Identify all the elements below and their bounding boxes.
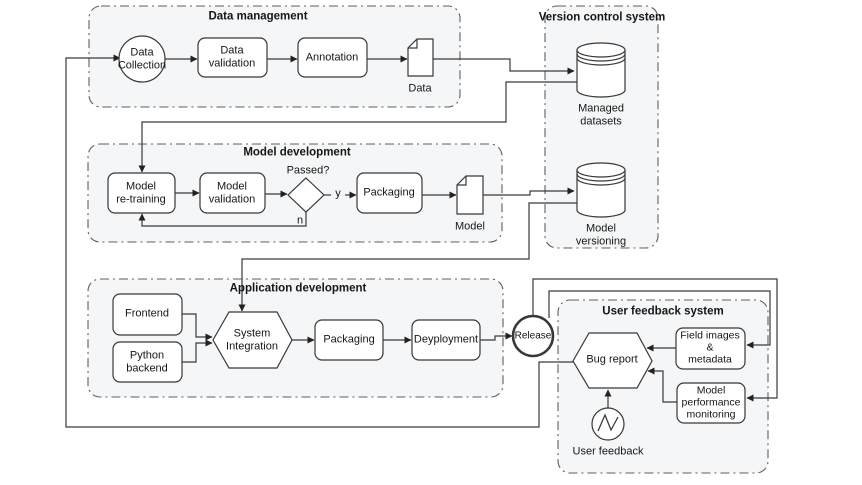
edge-label-no: n (296, 214, 304, 227)
edge-frontend-to-integration (182, 313, 213, 341)
document-icon-data (407, 38, 434, 77)
node-bug-report-hexagon (572, 332, 653, 389)
node-model-packaging (356, 172, 423, 214)
label-app-packaging: Packaging (323, 333, 375, 346)
node-system-integration-hexagon (212, 311, 293, 369)
label-user-feedback: User feedback (572, 445, 644, 458)
edge-label-yes: y (335, 187, 341, 200)
label-frontend: Frontend (124, 307, 170, 320)
document-icon-model (456, 175, 484, 215)
document-fold-model (457, 176, 467, 186)
node-annotation (297, 37, 368, 78)
edge-deployment-to-release (480, 332, 513, 341)
label-release: Release (514, 330, 552, 342)
group-data-management (88, 5, 461, 108)
database-rings-managed-datasets (576, 53, 626, 66)
node-data-collection (118, 35, 166, 83)
node-python-backend (112, 341, 183, 383)
node-model-performance (676, 382, 746, 424)
node-frontend (112, 293, 183, 336)
label-annotation: Annotation (305, 51, 359, 64)
database-icon-model-versioning (576, 170, 626, 218)
node-release (511, 314, 555, 358)
node-model-retraining (107, 172, 176, 214)
database-top-managed-datasets (576, 42, 626, 58)
node-field-images (675, 327, 746, 370)
decision-passed-diamond (287, 177, 325, 213)
edge-release-to-model-performance (532, 278, 778, 402)
node-deployment (411, 319, 481, 361)
label-passed-decision: Passed? (286, 164, 330, 177)
group-title-model-development: Model development (243, 146, 351, 159)
group-title-data-management: Data management (208, 10, 308, 23)
label-model-artifact: Model (455, 220, 485, 233)
label-model-versioning: Model versioning (575, 222, 627, 247)
group-application-development (87, 278, 504, 398)
database-rings-model-versioning (576, 173, 626, 186)
group-title-user-feedback-system: User feedback system (602, 305, 724, 318)
label-managed-datasets: Managed datasets (578, 102, 624, 127)
group-title-version-control: Version control system (538, 11, 666, 24)
label-model-performance: Model performance monitoring (681, 384, 741, 420)
label-system-integration: System Integration (226, 327, 278, 352)
document-fold-data (408, 39, 418, 49)
edge-decision-no-loop (138, 212, 307, 227)
pulse-icon (597, 413, 619, 432)
database-icon-managed-datasets (576, 50, 626, 98)
label-model-packaging: Packaging (363, 186, 415, 199)
label-bug-report: Bug report (586, 353, 638, 366)
label-python-backend: Python backend (126, 349, 168, 374)
group-title-application-development: Application development (229, 282, 367, 295)
label-data-artifact: Data (408, 82, 432, 95)
label-data-validation: Data validation (208, 44, 256, 69)
node-data-validation (197, 37, 268, 78)
edge-data-to-managed-datasets (433, 58, 575, 75)
edge-model-to-versioning (483, 187, 575, 196)
label-field-images: Field images & metadata (680, 329, 740, 365)
label-model-retraining: Model re-training (116, 180, 166, 205)
edge-release-to-field-images (548, 290, 771, 349)
database-top-model-versioning (576, 162, 626, 178)
edge-versioning-to-integration (238, 202, 577, 312)
edge-backend-to-integration (182, 339, 213, 363)
label-data-collection: Data Collection (117, 46, 167, 71)
node-model-validation (199, 172, 266, 214)
edge-performance-to-bug-report (647, 367, 677, 403)
edge-bug-report-to-data-collection (65, 54, 573, 428)
label-deployment: Deyployment (413, 333, 479, 346)
node-app-packaging (314, 319, 384, 361)
label-model-validation: Model validation (208, 180, 256, 205)
edge-managed-datasets-to-retraining (138, 81, 577, 173)
